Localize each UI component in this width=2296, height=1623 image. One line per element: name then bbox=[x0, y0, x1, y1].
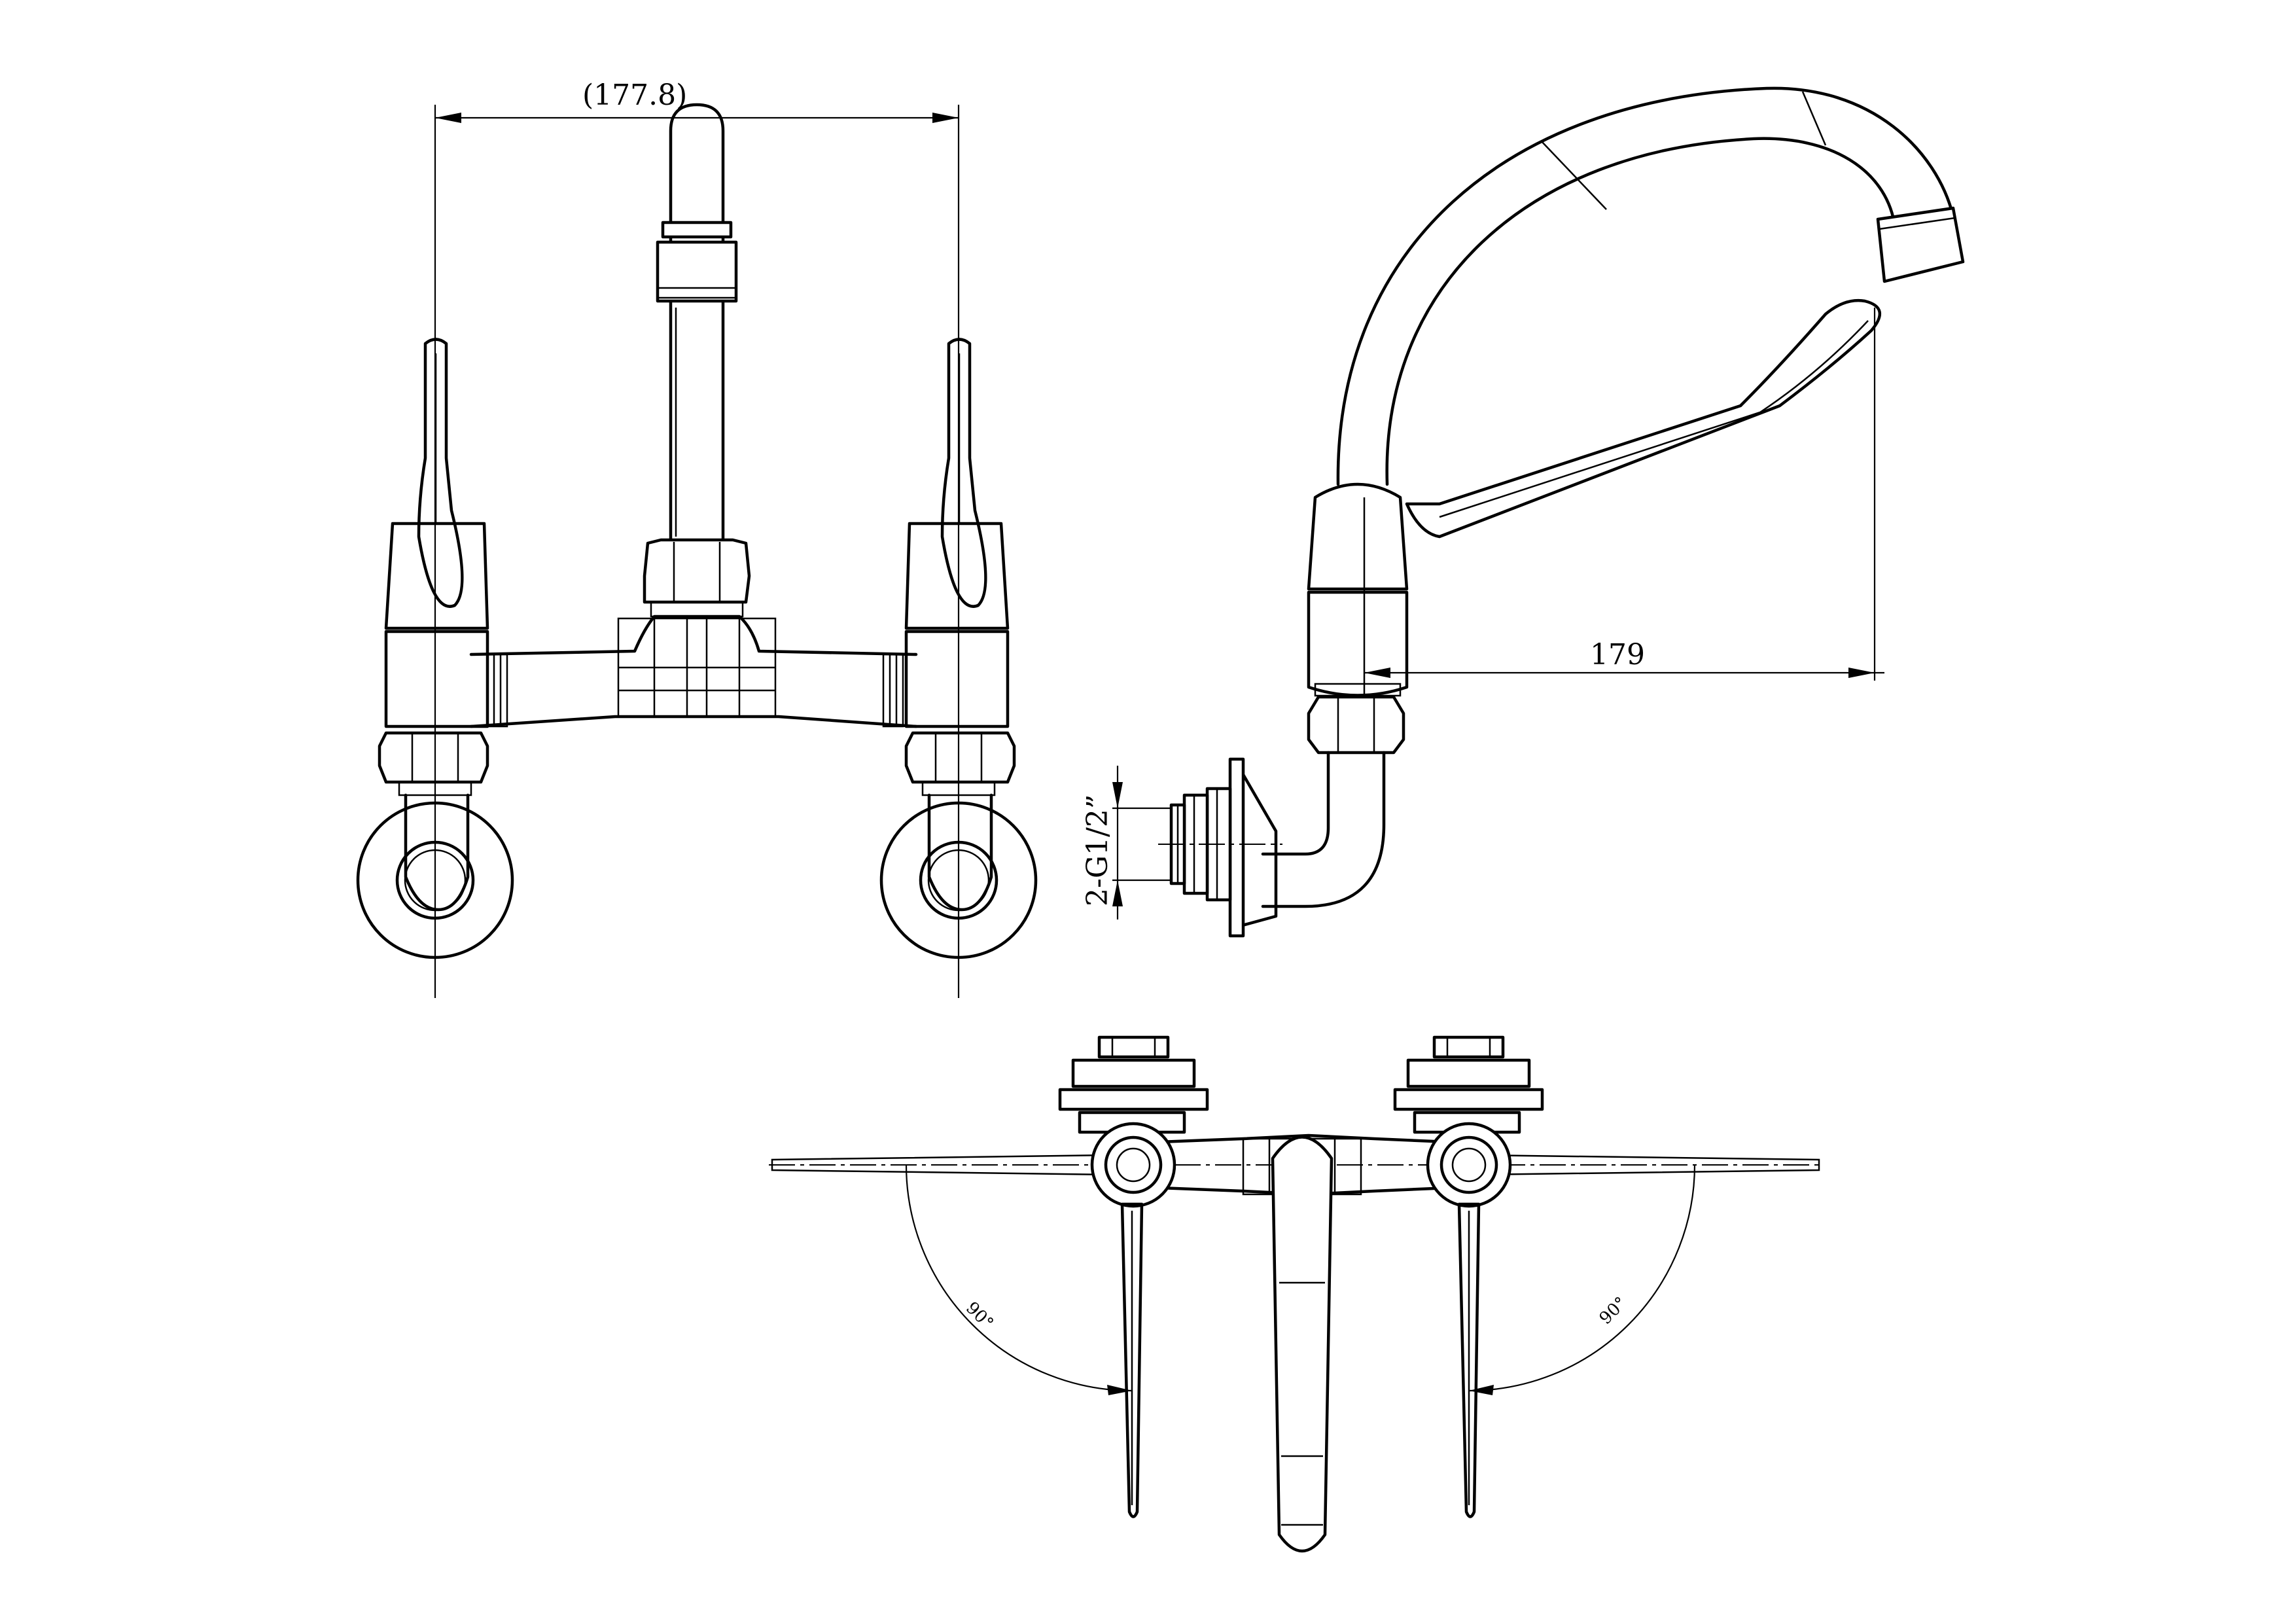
front-right-handle bbox=[940, 338, 987, 608]
front-right-valve bbox=[879, 338, 1038, 959]
front-body bbox=[469, 615, 918, 728]
top-left-valve: 90° bbox=[905, 1035, 1209, 1518]
dimension-thread: 2-G1/2” bbox=[1081, 766, 1171, 919]
top-view: 90° 90° bbox=[769, 1035, 1822, 1553]
side-handle bbox=[1405, 299, 1882, 539]
side-body bbox=[1307, 482, 1409, 755]
side-view: 179 2-G1/2” bbox=[1081, 86, 1965, 938]
top-right-valve: 90° bbox=[1393, 1035, 1696, 1518]
dimension-handle-spacing: (177.8) bbox=[434, 79, 960, 998]
dimension-reach: 179 bbox=[1364, 308, 1884, 681]
dimension-label-spacing: (177.8) bbox=[582, 79, 687, 112]
dimension-label-thread: 2-G1/2” bbox=[1081, 794, 1114, 906]
dimension-label-reach: 179 bbox=[1590, 638, 1645, 671]
angle-label-right: 90° bbox=[1596, 1293, 1631, 1329]
front-view: (177.8) bbox=[356, 79, 1038, 998]
side-spout bbox=[1336, 86, 1965, 486]
front-spout-nut bbox=[643, 538, 751, 618]
front-left-handle bbox=[417, 338, 464, 608]
side-wall-fitting bbox=[1158, 787, 1282, 902]
front-left-valve bbox=[356, 338, 514, 959]
top-spout bbox=[1271, 1135, 1333, 1553]
front-spout bbox=[656, 103, 738, 542]
angle-label-left: 90° bbox=[962, 1298, 997, 1334]
